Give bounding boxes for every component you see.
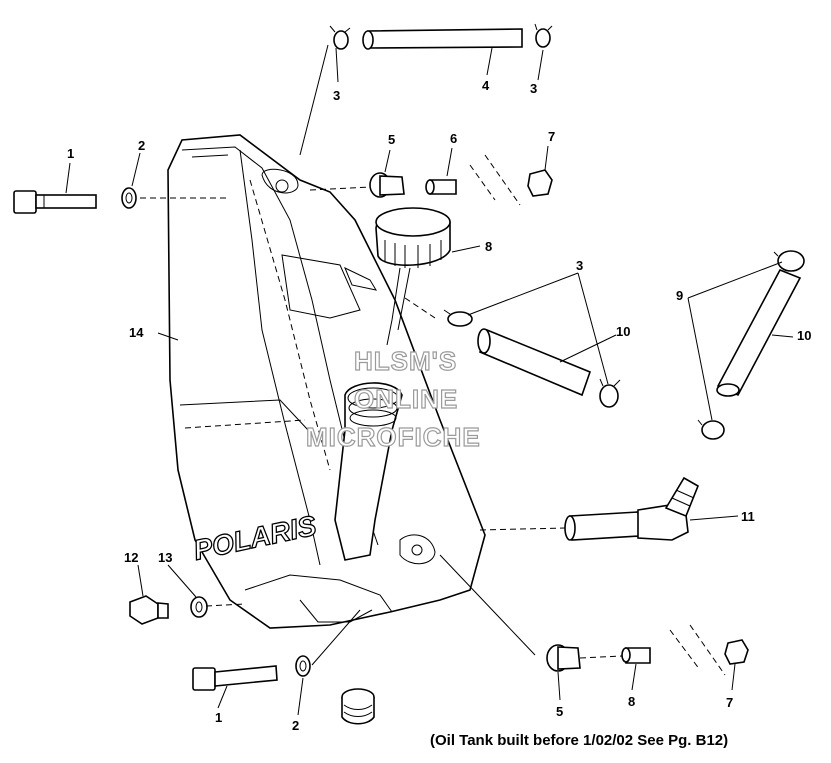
callout-9: 9: [676, 288, 683, 303]
washer-top: [121, 187, 137, 209]
callout-12: 12: [124, 550, 138, 565]
washer-bottom: [295, 655, 311, 677]
bolt-top: [13, 190, 97, 214]
nut-bottom: [724, 639, 749, 665]
sleeve-top: [425, 179, 457, 195]
drain-nut: [129, 595, 169, 625]
callout-3-top-left: 3: [333, 88, 340, 103]
watermark: HLSM'S ONLINE MICROFICHE: [305, 345, 481, 452]
watermark-line-2: ONLINE: [354, 384, 458, 414]
callout-2-bottom: 2: [292, 718, 299, 733]
elbow-fitting: [564, 476, 700, 541]
bolt-bottom: [192, 665, 278, 691]
nut-top: [527, 169, 553, 197]
grommet-loose: [341, 688, 375, 725]
filler-cap: [375, 207, 451, 346]
watermark-line-3: MICROFICHE: [306, 422, 481, 452]
hose-middle: [477, 328, 592, 397]
callout-8-cap: 8: [485, 239, 492, 254]
callout-1-bottom: 1: [215, 710, 222, 725]
drain-washer: [190, 596, 208, 618]
clamp-right-top: [773, 250, 805, 272]
callout-3-middle: 3: [576, 258, 583, 273]
callout-8-bottom: 8: [628, 694, 635, 709]
callout-11: 11: [741, 509, 755, 524]
clamp-top-left: [329, 25, 351, 50]
grommet-top: [369, 172, 405, 198]
callout-3-top-right: 3: [530, 81, 537, 96]
callout-5-top: 5: [388, 132, 395, 147]
callout-13: 13: [158, 550, 172, 565]
callout-1-top: 1: [67, 146, 74, 161]
callout-7-top: 7: [548, 129, 555, 144]
clamp-right-bottom: [697, 419, 725, 440]
grommet-bottom: [546, 644, 581, 672]
callout-7-bottom: 7: [726, 695, 733, 710]
oil-tank-body: [167, 134, 486, 629]
callout-labels: 1 1 2 2 3 3 3 4 5 5 6 7 7 8 8 9 10 10 11…: [67, 78, 811, 733]
hose-top: [362, 28, 523, 50]
callout-6: 6: [450, 131, 457, 146]
watermark-line-1: HLSM'S: [354, 346, 457, 376]
clamp-middle: [443, 309, 473, 327]
callout-2-top: 2: [138, 138, 145, 153]
leader-lines: [65, 44, 794, 716]
clamp-top-right: [534, 23, 553, 48]
hose-right: [716, 268, 802, 397]
callout-10-middle: 10: [616, 324, 630, 339]
callout-10-right: 10: [797, 328, 811, 343]
spacer-bottom: [621, 647, 651, 664]
callout-5-bottom: 5: [556, 704, 563, 719]
callout-4: 4: [482, 78, 490, 93]
callout-14: 14: [129, 325, 144, 340]
footnote: (Oil Tank built before 1/02/02 See Pg. B…: [430, 732, 729, 749]
clamp-lower: [599, 378, 621, 408]
